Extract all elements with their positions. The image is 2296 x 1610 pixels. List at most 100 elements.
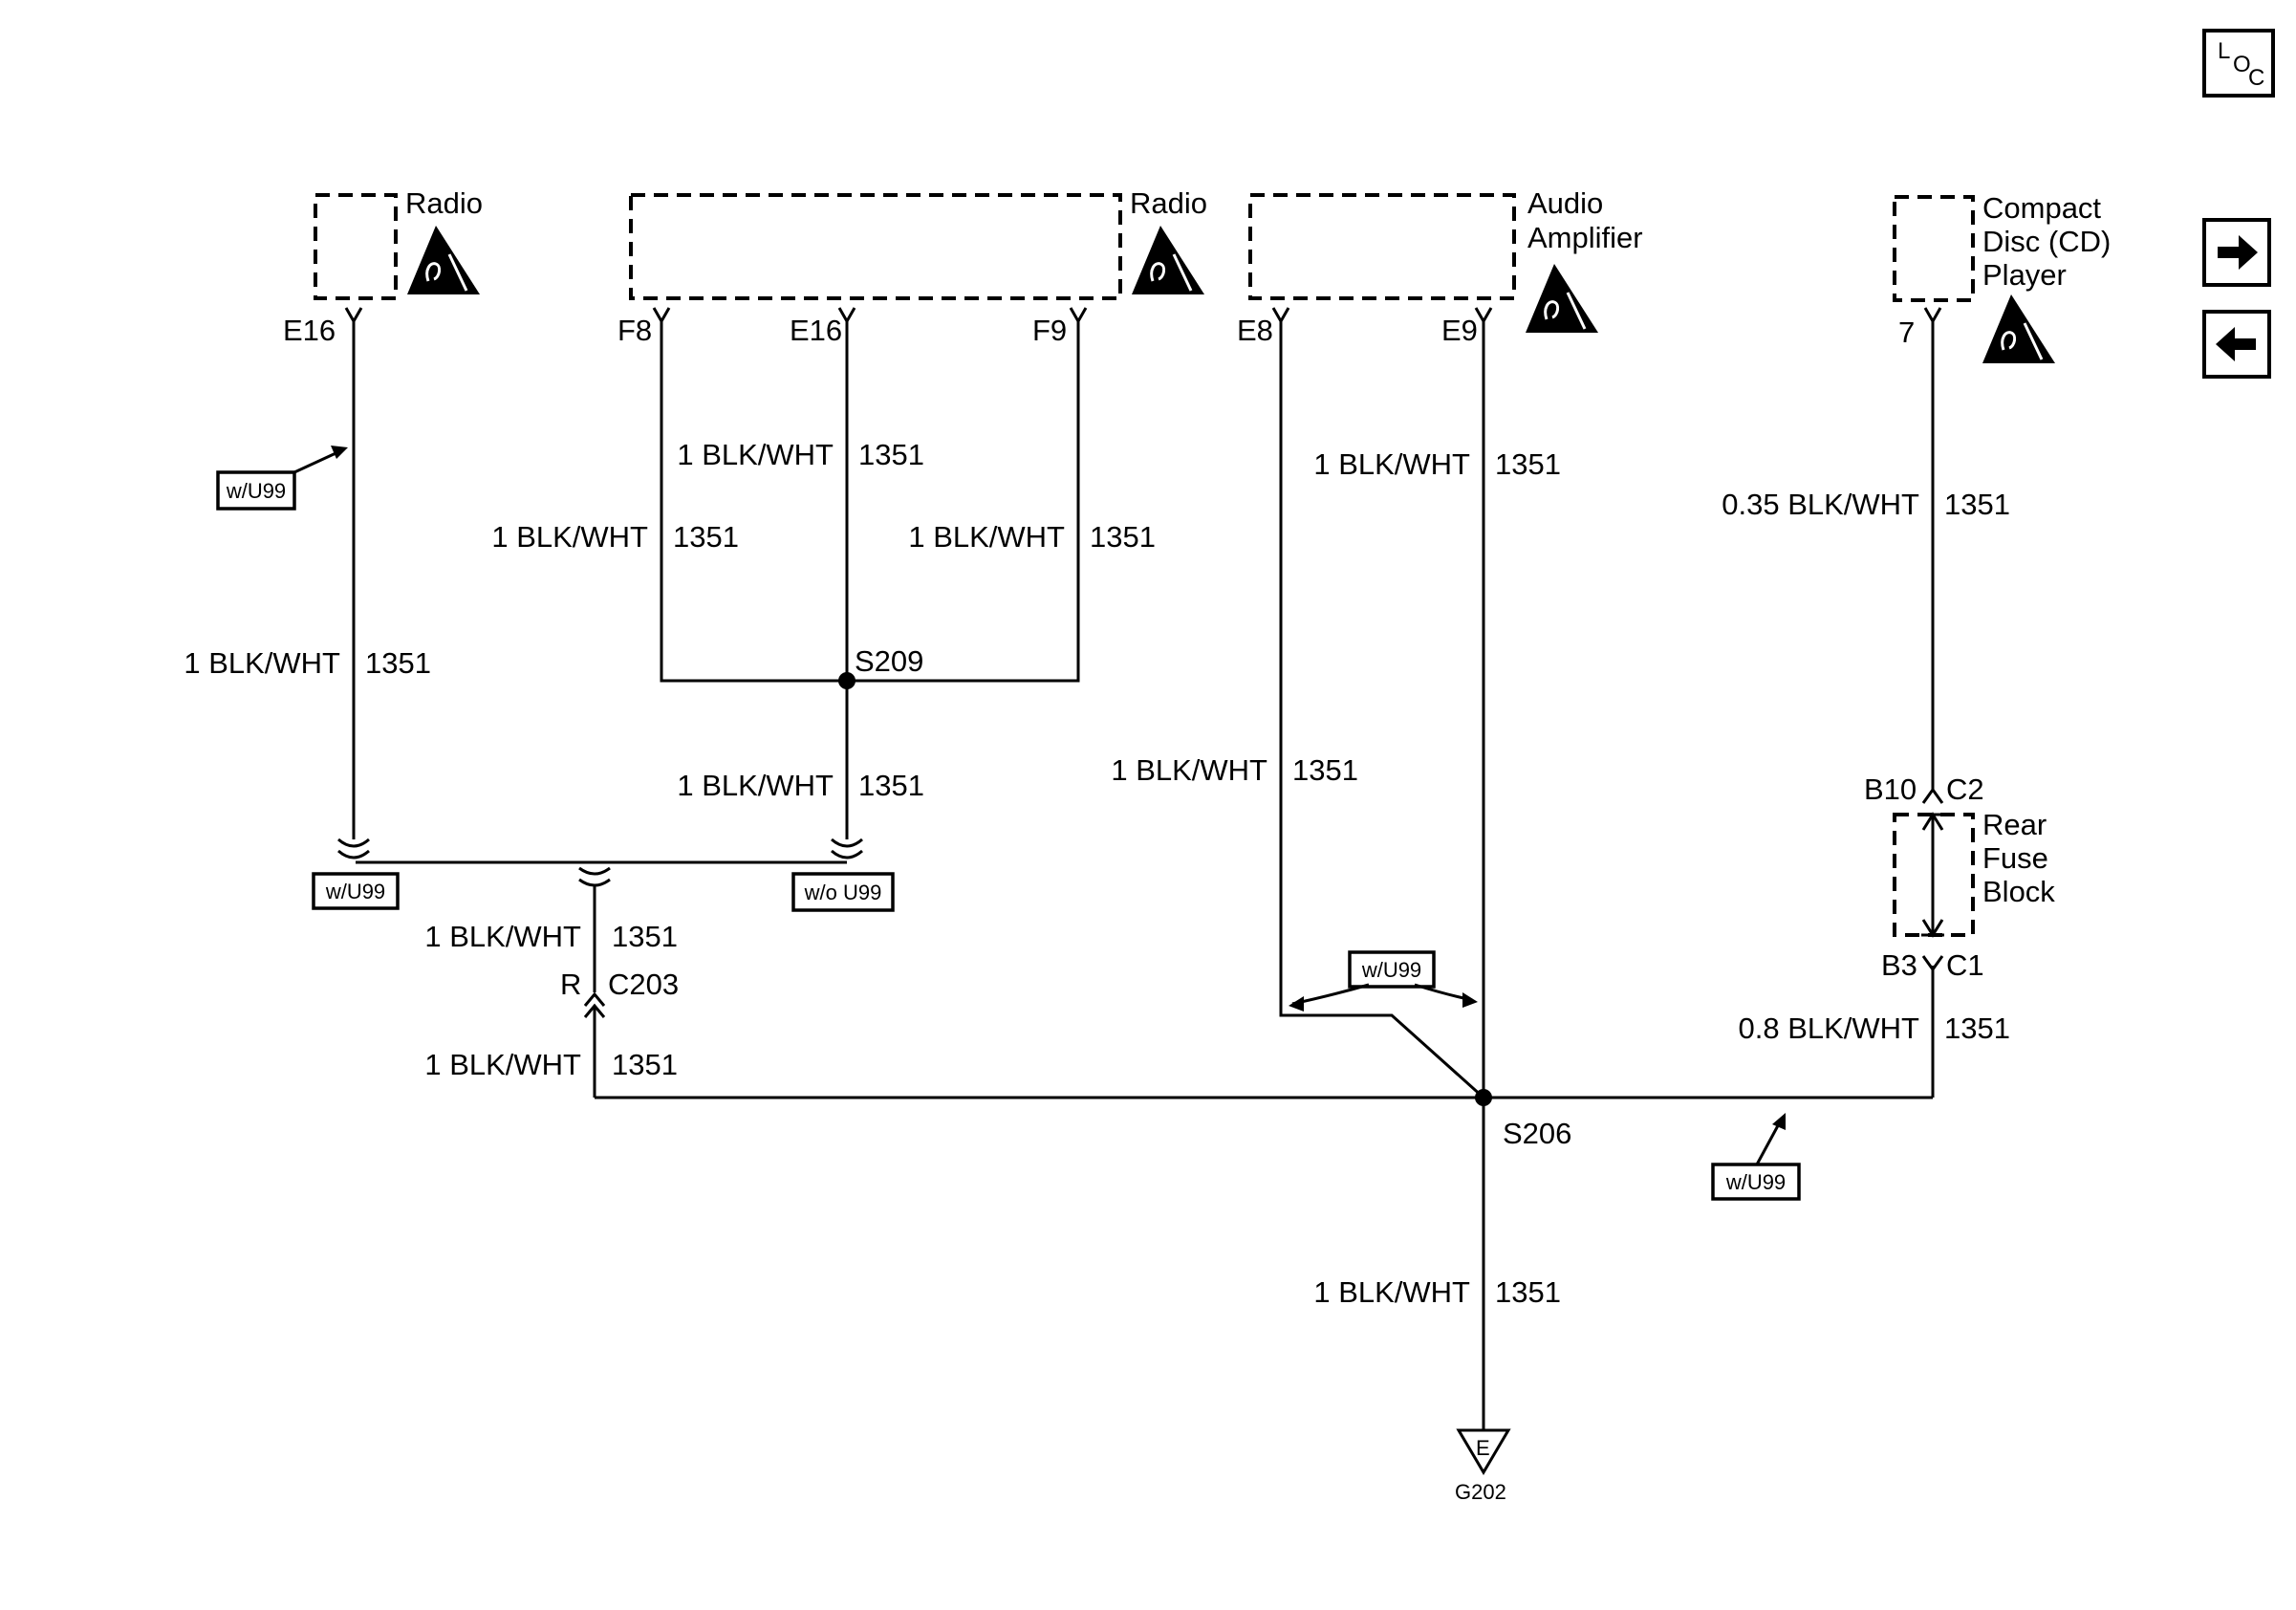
option-arrow-head [1772,1113,1786,1130]
circuit-label: 1351 [1495,447,1561,481]
wire-color-label: 1 BLK/WHT [1313,447,1470,481]
wire-color-label: 1 BLK/WHT [1111,753,1267,787]
radio-1-label: Radio [405,186,483,220]
rear-fuse-block-label-2: Fuse [1982,841,2048,875]
pin-connector [652,307,671,325]
esd-warning-icon [1526,264,1598,333]
option-break [578,866,611,887]
circuit-label: 1351 [1292,753,1358,787]
connector-label: C203 [608,968,679,1001]
pin-connector [837,307,856,325]
option-tag: w/U99 [312,872,400,910]
esd-warning-icon [1982,294,2055,363]
svg-text:w/o U99: w/o U99 [804,881,882,904]
wire-amp-e8 [1279,321,1485,1099]
svg-text:w/U99: w/U99 [226,479,286,503]
svg-text:w/U99: w/U99 [325,880,385,903]
circuit-label: 1351 [858,438,924,471]
circuit-label: 1351 [1944,1012,2010,1045]
ground-pin-label: E [1476,1436,1490,1460]
loc-letter-c: C [2248,65,2265,91]
pin-connector [1271,307,1290,325]
audio-amplifier-label-2: Amplifier [1527,221,1643,254]
circuit-label: 1351 [365,646,431,680]
rear-fuse-block-label-1: Rear [1982,808,2047,841]
cd-player-label-3: Player [1982,258,2067,292]
wire-color-label: 1 BLK/WHT [1313,1275,1470,1309]
wire-color-label: 1 BLK/WHT [677,769,834,802]
pin-label: E16 [283,314,336,347]
splice-s209-dot [838,672,856,689]
circuit-label: 1351 [1944,488,2010,521]
circuit-label: 1351 [1090,520,1156,554]
arrow-right-icon [2218,235,2258,270]
ground-label: G202 [1455,1480,1506,1504]
pin-label: E8 [1237,314,1273,347]
cd-player-outline [1893,195,1975,302]
wire-color-label: 0.8 BLK/WHT [1739,1012,1920,1045]
loc-letter-l: L [2218,38,2231,64]
svg-text:w/U99: w/U99 [1725,1170,1786,1194]
pin-connector [1921,787,1944,804]
pin-label: F8 [617,314,652,347]
circuit-label: 1351 [673,520,739,554]
radio-2-label: Radio [1130,186,1207,220]
ground-icon [1456,1428,1511,1475]
c203-connector [583,991,606,1018]
arrow-left-icon [2216,327,2256,361]
loc-letter-o: O [2233,52,2251,77]
pin-label: R [560,968,581,1001]
option-arrow-head [331,446,348,459]
cd-player-label-2: Disc (CD) [1982,225,2111,258]
option-tag: w/U99 [1348,950,1436,989]
option-break [337,838,370,859]
pin-connector [1069,307,1088,325]
option-break [831,838,863,859]
circuit-label: 1351 [1495,1275,1561,1309]
option-tag: w/o U99 [791,872,895,912]
wire-color-label: 1 BLK/WHT [424,1048,581,1081]
option-arrow-head [1462,992,1478,1008]
pin-connector [1923,307,1942,325]
pin-label: B10 [1864,772,1917,806]
pin-connector [1474,307,1493,325]
splice-s206-dot [1475,1089,1492,1106]
pin-label: E16 [790,314,842,347]
circuit-label: 1351 [858,769,924,802]
radio-1-outline [314,193,398,300]
pin-label: E9 [1441,314,1478,347]
circuit-label: 1351 [612,1048,678,1081]
cd-player-label-1: Compact [1982,191,2101,225]
svg-text:w/U99: w/U99 [1361,958,1421,982]
pin-label: B3 [1881,948,1917,982]
esd-warning-icon [1132,226,1204,294]
option-tag: w/U99 [216,470,296,511]
audio-amplifier-label-1: Audio [1527,186,1603,220]
pin-connector [344,307,363,325]
circuit-label: 1351 [612,920,678,953]
wire-color-label: 1 BLK/WHT [184,646,340,680]
splice-label: S206 [1503,1117,1571,1150]
pin-label: C1 [1946,948,1984,982]
location-button[interactable]: L O C [2202,29,2275,98]
audio-amplifier-outline [1248,193,1516,300]
wire-color-label: 1 BLK/WHT [908,520,1065,554]
wire-color-label: 1 BLK/WHT [424,920,581,953]
pin-connector [1921,955,1944,972]
radio-2-outline [629,193,1122,300]
wire-color-label: 0.35 BLK/WHT [1722,488,1919,521]
pin-label: F9 [1032,314,1067,347]
esd-warning-icon [407,226,480,294]
wire-radio2-f8 [660,321,847,683]
splice-label: S209 [855,644,923,678]
option-tag: w/U99 [1711,1163,1801,1201]
option-arrow-head [1289,996,1304,1012]
next-page-button[interactable] [2202,218,2271,287]
wire-color-label: 1 BLK/WHT [491,520,648,554]
previous-page-button[interactable] [2202,310,2271,379]
pin-label: C2 [1946,772,1984,806]
pin-label: 7 [1898,315,1915,349]
rear-fuse-block-label-3: Block [1982,875,2055,908]
wire-color-label: 1 BLK/WHT [677,438,834,471]
